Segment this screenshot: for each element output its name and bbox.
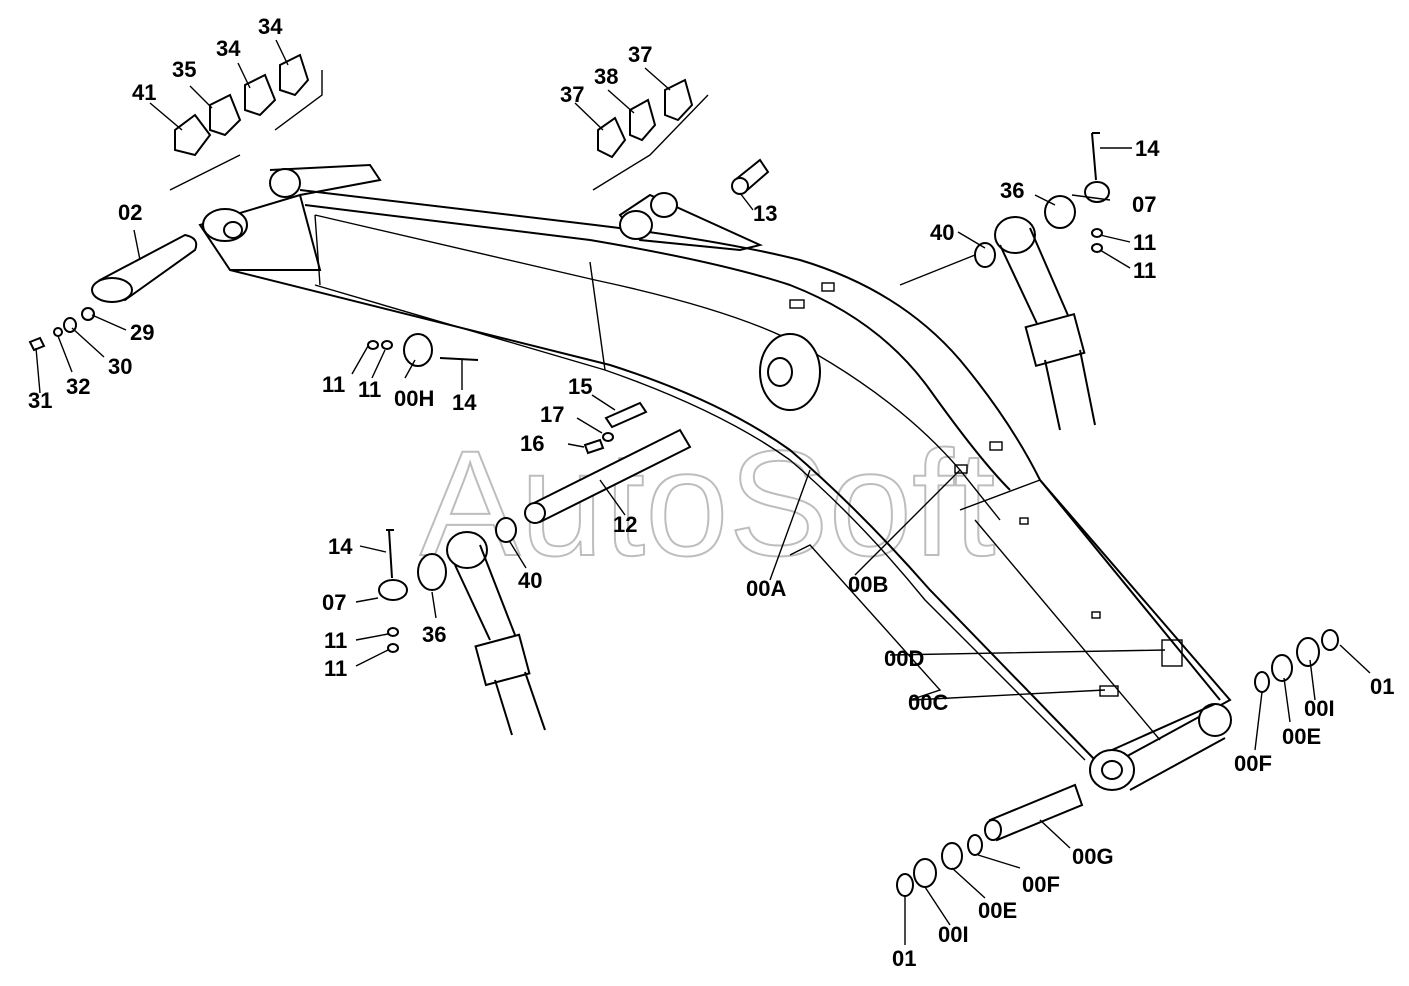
callout-32: 32 [66,374,90,399]
callout-38: 38 [594,64,618,89]
callout-11: 11 [1133,258,1156,283]
callout-37: 37 [628,42,652,67]
callout-11: 11 [322,372,345,397]
callout-41: 41 [132,80,156,105]
callout-00F: 00F [1234,751,1272,776]
pin-12 [524,428,692,524]
callout-01: 01 [892,946,916,971]
callout-11: 11 [324,628,347,653]
callout-00D: 00D [884,646,924,671]
callout-14: 14 [328,534,353,559]
hardware [28,132,1339,897]
callout-07: 07 [322,590,346,615]
callout-labels: 41 35 34 34 37 38 37 14 36 07 40 11 11 0… [28,14,1394,971]
leader-lines [35,39,1371,945]
callout-00C: 00C [908,690,948,715]
callout-11: 11 [324,656,347,681]
callout-16: 16 [520,431,544,456]
callout-00E: 00E [1282,724,1321,749]
shim-set-left [169,53,323,191]
callout-02: 02 [118,200,142,225]
arm-cylinder-right [994,216,1096,431]
callout-11: 11 [358,377,381,402]
pin-02 [91,233,198,303]
callout-00G: 00G [1072,844,1114,869]
callout-00I: 00I [938,922,969,947]
arm-cylinder-left [446,531,546,736]
callout-14: 14 [452,390,477,415]
callout-13: 13 [753,201,777,226]
pin-00G [984,783,1084,842]
callout-15: 15 [568,374,592,399]
callout-30: 30 [108,354,132,379]
callout-07: 07 [1132,192,1156,217]
callout-34: 34 [216,36,241,61]
callout-37: 37 [560,82,584,107]
callout-11: 11 [1133,230,1156,255]
shim-set-right [592,78,709,191]
callout-35: 35 [172,57,196,82]
callout-29: 29 [130,320,154,345]
callout-31: 31 [28,388,52,413]
callout-00H: 00H [394,386,434,411]
callout-36: 36 [1000,178,1024,203]
callout-00E: 00E [978,898,1017,923]
callout-00B: 00B [848,572,888,597]
pin-13 [731,158,770,195]
callout-40: 40 [518,568,542,593]
callout-00A: 00A [746,576,786,601]
callout-40: 40 [930,220,954,245]
boom-body [198,163,1232,791]
callout-34: 34 [258,14,283,39]
watermark: AutoSoft [420,419,995,587]
callout-17: 17 [540,402,564,427]
callout-14: 14 [1135,136,1160,161]
callout-00I: 00I [1304,696,1335,721]
callout-36: 36 [422,622,446,647]
callout-00F: 00F [1022,872,1060,897]
callout-01: 01 [1370,674,1394,699]
callout-12: 12 [613,512,637,537]
